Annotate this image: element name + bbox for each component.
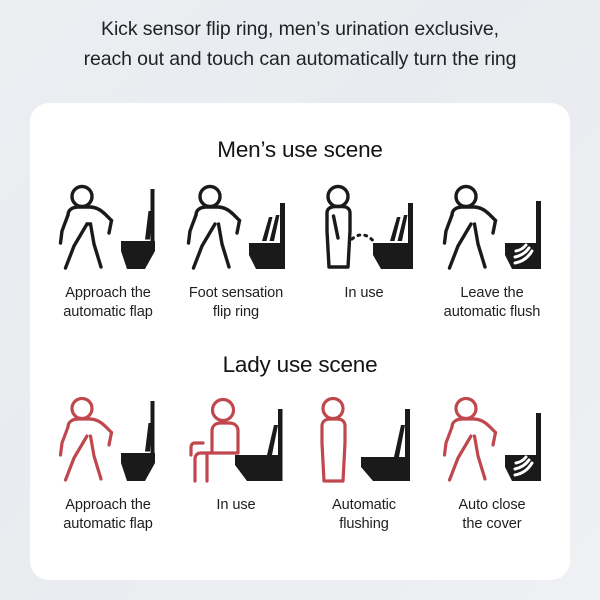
- walking-figure-toilet-lid-up-icon: [47, 180, 169, 275]
- standing-figure-lady-flush-icon: [303, 392, 425, 487]
- men-scene-caption-2: Foot sensation flip ring: [188, 285, 284, 320]
- lady-section-title: Lady use scene: [222, 352, 378, 377]
- standing-figure-urinating-icon: [303, 180, 425, 275]
- lady-scene-caption-1: Approach the automatic flap: [63, 497, 153, 532]
- header-text-block: Kick sensor flip ring, men’s urination e…: [0, 14, 600, 74]
- scene-card: Men’s use scene: [30, 103, 570, 580]
- walking-away-figure-flushing-icon: [431, 180, 553, 275]
- men-scene-caption-1: Approach the automatic flap: [63, 285, 153, 320]
- lady-scene-item-1[interactable]: Approach the automatic flap: [44, 392, 172, 534]
- men-scene-item-3[interactable]: In use: [300, 180, 428, 322]
- men-scene-caption-3: In use: [344, 285, 384, 301]
- men-scene-item-1[interactable]: Approach the automatic flap: [44, 180, 172, 322]
- walking-figure-toilet-seat-up-icon: [175, 180, 297, 275]
- lady-scene-item-3[interactable]: Automatic flushing: [300, 392, 428, 534]
- lady-scene-caption-4: Auto close the cover: [458, 497, 526, 532]
- men-scene-caption-4: Leave the automatic flush: [443, 285, 541, 320]
- lady-scene-item-2[interactable]: In use: [172, 392, 300, 534]
- men-scene-row: Approach the automatic flap: [30, 180, 570, 322]
- lady-scene-caption-2: In use: [216, 497, 256, 513]
- men-section-title: Men’s use scene: [217, 137, 383, 162]
- men-scene-item-4[interactable]: Leave the automatic flush: [428, 180, 556, 322]
- lady-scene-item-4[interactable]: Auto close the cover: [428, 392, 556, 534]
- walking-away-figure-lady-cover-close-icon: [431, 392, 553, 487]
- seated-figure-lady-icon: [175, 392, 297, 487]
- walking-figure-lady-toilet-lid-up-icon: [47, 392, 169, 487]
- lady-scene-row: Approach the automatic flap: [30, 392, 570, 534]
- header-line-2: reach out and touch can automatically tu…: [83, 48, 517, 70]
- header-line-1: Kick sensor flip ring, men’s urination e…: [101, 18, 499, 40]
- men-scene-item-2[interactable]: Foot sensation flip ring: [172, 180, 300, 322]
- lady-scene-caption-3: Automatic flushing: [332, 497, 396, 532]
